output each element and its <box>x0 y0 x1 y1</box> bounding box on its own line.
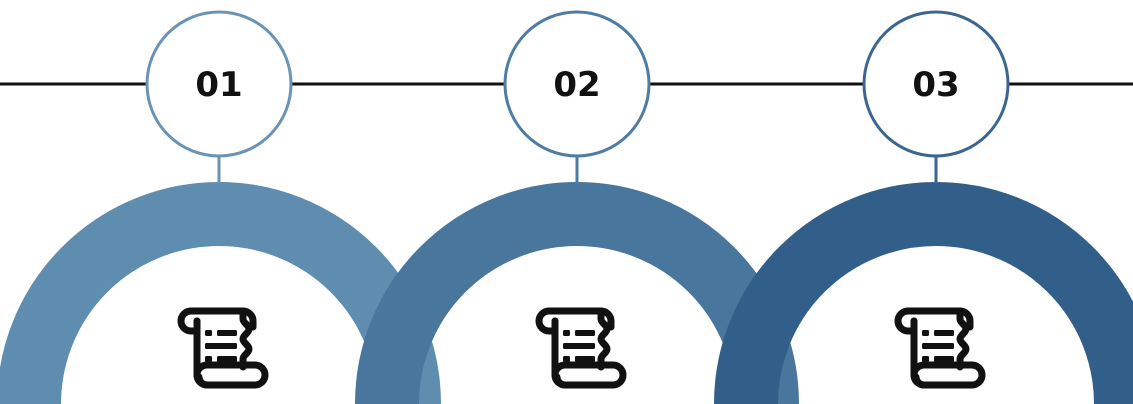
step-number: 01 <box>195 65 242 105</box>
step-1: 01 <box>0 10 441 404</box>
step-number: 03 <box>912 65 959 105</box>
step-number-circle <box>145 10 293 158</box>
step-number-circle <box>862 10 1010 158</box>
step-2: 02 <box>355 10 799 404</box>
scroll-icon <box>898 311 982 385</box>
scroll-icon <box>539 311 623 385</box>
step-number: 02 <box>553 65 600 105</box>
scroll-icon <box>181 311 265 385</box>
step-3: 03 <box>714 10 1133 404</box>
step-arch <box>714 182 1133 404</box>
step-number-circle <box>503 10 651 158</box>
